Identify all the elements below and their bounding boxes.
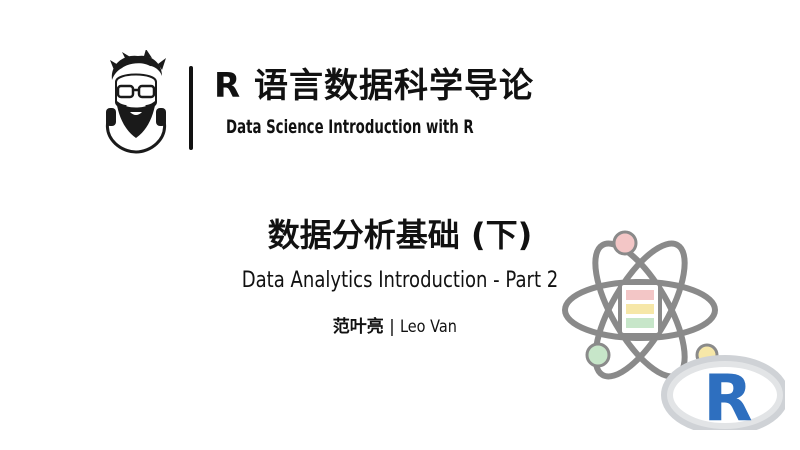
avatar (100, 49, 172, 155)
author-name-en: Leo Van (400, 317, 458, 337)
course-subtitle: Data Science Introduction with R (226, 116, 474, 138)
atom-database-r-logo-icon: R (562, 230, 789, 436)
header-divider (189, 66, 193, 150)
green-node-icon (585, 342, 611, 368)
author-name-cn: 范叶亮 (332, 317, 384, 337)
bearded-man-avatar-icon (105, 49, 167, 154)
atom-logo: R (560, 215, 789, 436)
author-line: 范叶亮 | Leo Van (0, 312, 800, 337)
author-separator: | (389, 317, 395, 337)
pink-node-icon (612, 230, 638, 256)
lecture-subtitle-text: Data Analytics Introduction - Part 2 (241, 268, 559, 293)
lecture-subtitle: Data Analytics Introduction - Part 2 (0, 268, 800, 293)
r-letter: R (703, 362, 752, 430)
course-title: R 语言数据科学导论 (214, 66, 535, 106)
lecture-title: 数据分析基础 (下) (267, 216, 533, 254)
